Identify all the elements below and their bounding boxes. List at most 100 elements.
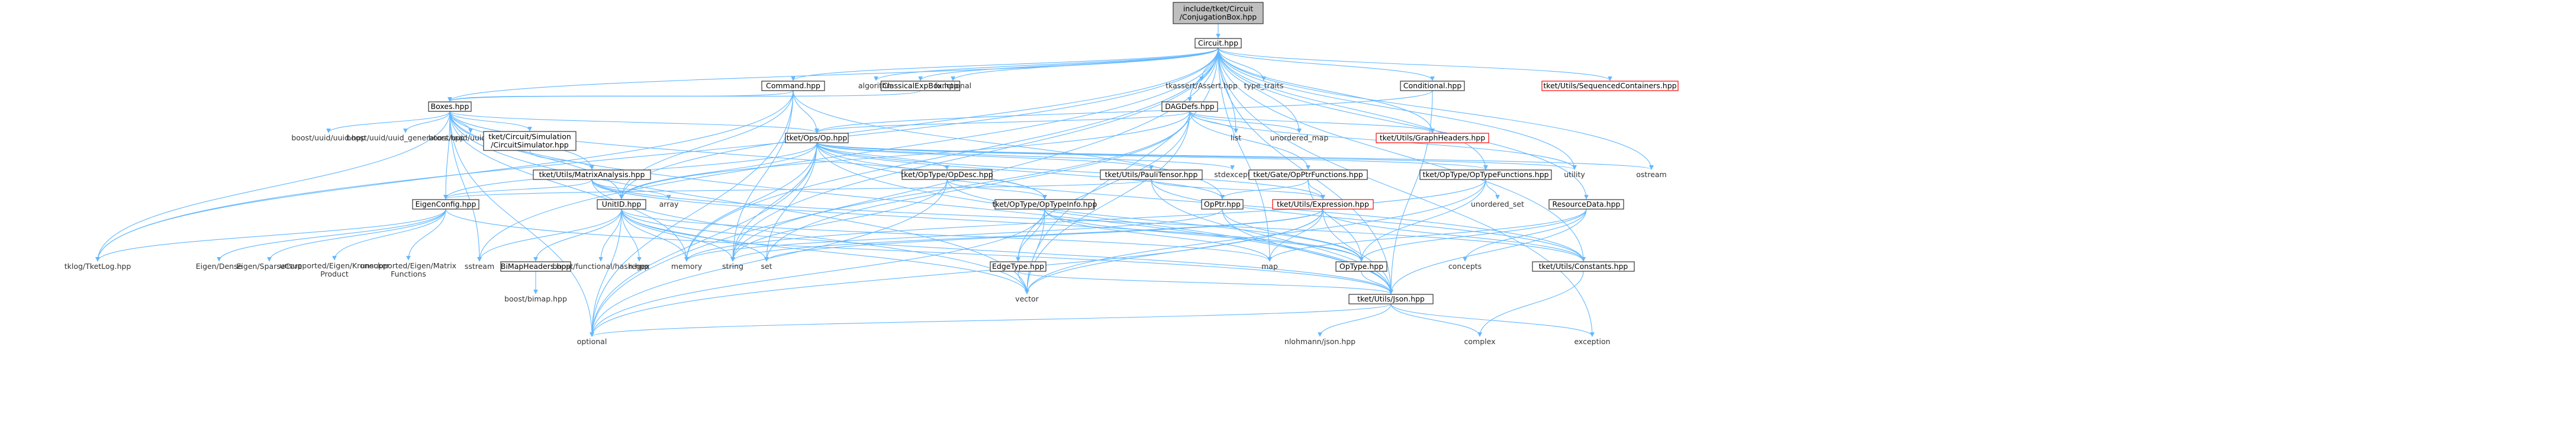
- node-label: tket/Utils/Constants.hpp: [1539, 262, 1628, 271]
- node-circuit[interactable]: Circuit.hpp: [1194, 38, 1242, 49]
- node-eigen-dense: Eigen/Dense: [196, 262, 243, 271]
- node-op-ptr[interactable]: OpPtr.hpp: [1201, 199, 1244, 210]
- edge-eigen_config-to-eigen_sparse: [267, 208, 446, 262]
- node-uuid-generators: boost/uuid/uuid_generators.hpp: [346, 133, 465, 142]
- node-sequenced-containers[interactable]: tket/Utils/SequencedContainers.hpp: [1541, 81, 1679, 91]
- edge-unit_id-to-functional_hash: [598, 208, 622, 262]
- edge-circuit-to-ostream: [1218, 47, 1654, 170]
- node-command[interactable]: Command.hpp: [761, 81, 825, 91]
- node-op[interactable]: tket/Ops/Op.hpp: [785, 133, 849, 143]
- node-label: Conditional.hpp: [1403, 81, 1462, 90]
- node-optional: optional: [577, 337, 607, 346]
- edge-dag_defs-to-unordered_map: [1189, 111, 1302, 133]
- node-label: OpPtr.hpp: [1204, 200, 1241, 208]
- edge-boxes-to-sstream: [449, 111, 482, 262]
- edge-boxes-to-uuid_generators: [403, 111, 450, 133]
- node-edge-type[interactable]: EdgeType.hpp: [990, 261, 1046, 272]
- edge-circuit-to-constants: [1218, 47, 1586, 262]
- node-classical-exp-box[interactable]: ClassicalExpBox.hpp: [880, 81, 961, 91]
- node-constants[interactable]: tket/Utils/Constants.hpp: [1532, 261, 1635, 272]
- edge-unit_id-to-optional: [590, 208, 622, 337]
- node-op-type-functions[interactable]: tket/OpType/OpTypeFunctions.hpp: [1419, 169, 1552, 180]
- node-label: BiMapHeaders.hpp: [501, 262, 571, 271]
- node-dag-defs[interactable]: DAGDefs.hpp: [1161, 101, 1218, 112]
- edge-matrix_analysis-to-array: [591, 179, 671, 200]
- edge-expression-to-json: [1322, 208, 1393, 294]
- node-tklog: tklog/TketLog.hpp: [65, 262, 131, 271]
- edge-command-to-string: [730, 90, 794, 262]
- node-string: string: [722, 262, 743, 271]
- node-label: concepts: [1448, 262, 1482, 271]
- node-label: /ConjugationBox.hpp: [1180, 12, 1257, 21]
- edge-op_ptr_functions-to-op_ptr: [1220, 179, 1309, 200]
- node-op-desc[interactable]: tket/OpType/OpDesc.hpp: [901, 169, 993, 180]
- edge-circuit-to-boxes: [447, 47, 1219, 102]
- edge-op_type_functions-to-vector: [1025, 179, 1486, 294]
- edge-circuit-to-unit_id: [619, 47, 1219, 200]
- edge-op_type_functions-to-memory: [684, 179, 1486, 262]
- node-conditional[interactable]: Conditional.hpp: [1400, 81, 1465, 91]
- node-label: tket/Utils/MatrixAnalysis.hpp: [539, 170, 645, 179]
- edge-op_desc-to-op_type: [946, 179, 1364, 262]
- node-op-ptr-functions[interactable]: tket/Gate/OpPtrFunctions.hpp: [1248, 169, 1368, 180]
- node-exception: exception: [1574, 337, 1610, 346]
- edge-dag_defs-to-string: [730, 111, 1190, 262]
- edge-op_desc-to-op_type_info: [946, 179, 1047, 200]
- edge-boxes-to-memory: [449, 111, 689, 262]
- edge-resource_data-to-json: [1389, 208, 1587, 294]
- edge-command-to-op: [793, 90, 819, 133]
- node-op-type-info[interactable]: tket/OpType/OpTypeInfo.hpp: [993, 199, 1097, 210]
- node-op-type[interactable]: OpType.hpp: [1335, 261, 1387, 272]
- node-matrix-analysis[interactable]: tket/Utils/MatrixAnalysis.hpp: [533, 169, 651, 180]
- edge-circuit_simulator-to-matrix_analysis: [529, 150, 594, 170]
- edge-command-to-tklog: [95, 90, 794, 262]
- edge-op-to-op_ptr: [816, 142, 1225, 200]
- node-pauli-tensor[interactable]: tket/Utils/PauliTensor.hpp: [1100, 169, 1203, 180]
- node-circuit-simulator[interactable]: tket/Circuit/Simulation/CircuitSimulator…: [483, 131, 577, 151]
- node-root[interactable]: include/tket/Circuit/ConjugationBox.hpp: [1173, 2, 1264, 24]
- edge-op_type_functions-to-op_type: [1359, 179, 1486, 262]
- node-label: tket/Utils/SequencedContainers.hpp: [1543, 81, 1676, 90]
- edge-unit_id-to-regex: [621, 208, 642, 262]
- node-eigen-config[interactable]: EigenConfig.hpp: [412, 199, 479, 210]
- edge-boxes-to-circuit_simulator: [449, 111, 532, 131]
- edge-pauli_tensor-to-expression: [1151, 179, 1325, 200]
- edge-unit_id-to-map: [621, 208, 1272, 262]
- node-expression[interactable]: tket/Utils/Expression.hpp: [1272, 199, 1374, 210]
- edge-eigen_config-to-json: [445, 208, 1393, 294]
- node-unit-id[interactable]: UnitID.hpp: [597, 199, 646, 210]
- edge-expression-to-optional: [590, 208, 1324, 337]
- edge-unit_id-to-vector: [621, 208, 1029, 294]
- node-eigen-sparse: Eigen/SparseCore: [237, 262, 302, 271]
- edge-dag_defs-to-edge_type: [1016, 111, 1190, 262]
- node-uuid: boost/uuid/uuid.hpp: [291, 133, 365, 142]
- edge-command-to-boxes: [447, 90, 794, 102]
- edge-op_type_info-to-vector: [1025, 208, 1045, 294]
- node-graph-headers[interactable]: tket/Utils/GraphHeaders.hpp: [1376, 133, 1489, 143]
- node-label: ostream: [1636, 170, 1666, 179]
- node-unordered-set: unordered_set: [1471, 200, 1524, 208]
- edge-op-to-pauli_tensor: [816, 142, 1154, 170]
- node-label: boost/bimap.hpp: [504, 294, 567, 303]
- node-label: unordered_set: [1471, 200, 1524, 208]
- edge-unit_id-to-memory: [621, 208, 689, 262]
- node-bimap-headers[interactable]: BiMapHeaders.hpp: [500, 261, 571, 272]
- edge-expression-to-string: [730, 208, 1324, 262]
- node-label: functional: [935, 81, 971, 90]
- edge-op-to-json: [816, 142, 1393, 294]
- node-label: DAGDefs.hpp: [1165, 102, 1214, 111]
- node-json[interactable]: tket/Utils/Json.hpp: [1348, 294, 1434, 304]
- edge-op_ptr-to-memory: [684, 208, 1223, 262]
- node-resource-data[interactable]: ResourceData.hpp: [1548, 199, 1624, 210]
- edge-expression-to-constants: [1322, 208, 1586, 262]
- edge-matrix_analysis-to-op_type: [591, 179, 1364, 262]
- edge-unit_id-to-string: [621, 208, 735, 262]
- edge-edge_type-to-vector: [1017, 271, 1029, 294]
- edge-op_ptr-to-op_type: [1222, 208, 1364, 262]
- node-unordered-map: unordered_map: [1270, 133, 1329, 142]
- edge-op_type_info-to-map: [1044, 208, 1272, 262]
- node-label: list: [1231, 133, 1241, 142]
- node-boxes[interactable]: Boxes.hpp: [428, 101, 472, 112]
- edge-json-to-nlohmann: [1318, 303, 1392, 337]
